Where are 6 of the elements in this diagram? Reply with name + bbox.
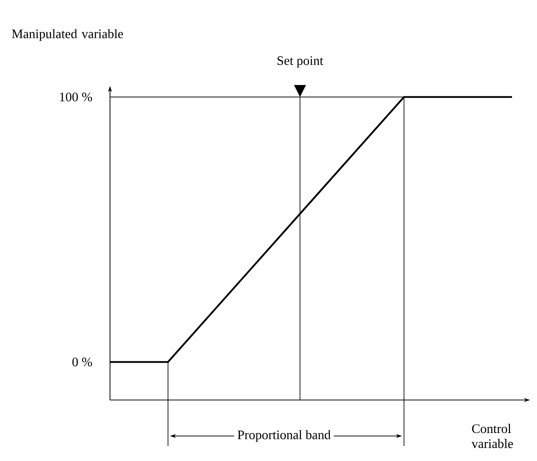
tick-label: 100 %: [60, 92, 92, 102]
dimension-label: Proportional band: [234, 426, 334, 446]
marker-label: Set point: [278, 56, 324, 68]
tick-label: 0 %: [72, 358, 92, 366]
axis-label: Control variable: [472, 424, 513, 448]
axis-label: Manipulated variable: [12, 29, 123, 41]
